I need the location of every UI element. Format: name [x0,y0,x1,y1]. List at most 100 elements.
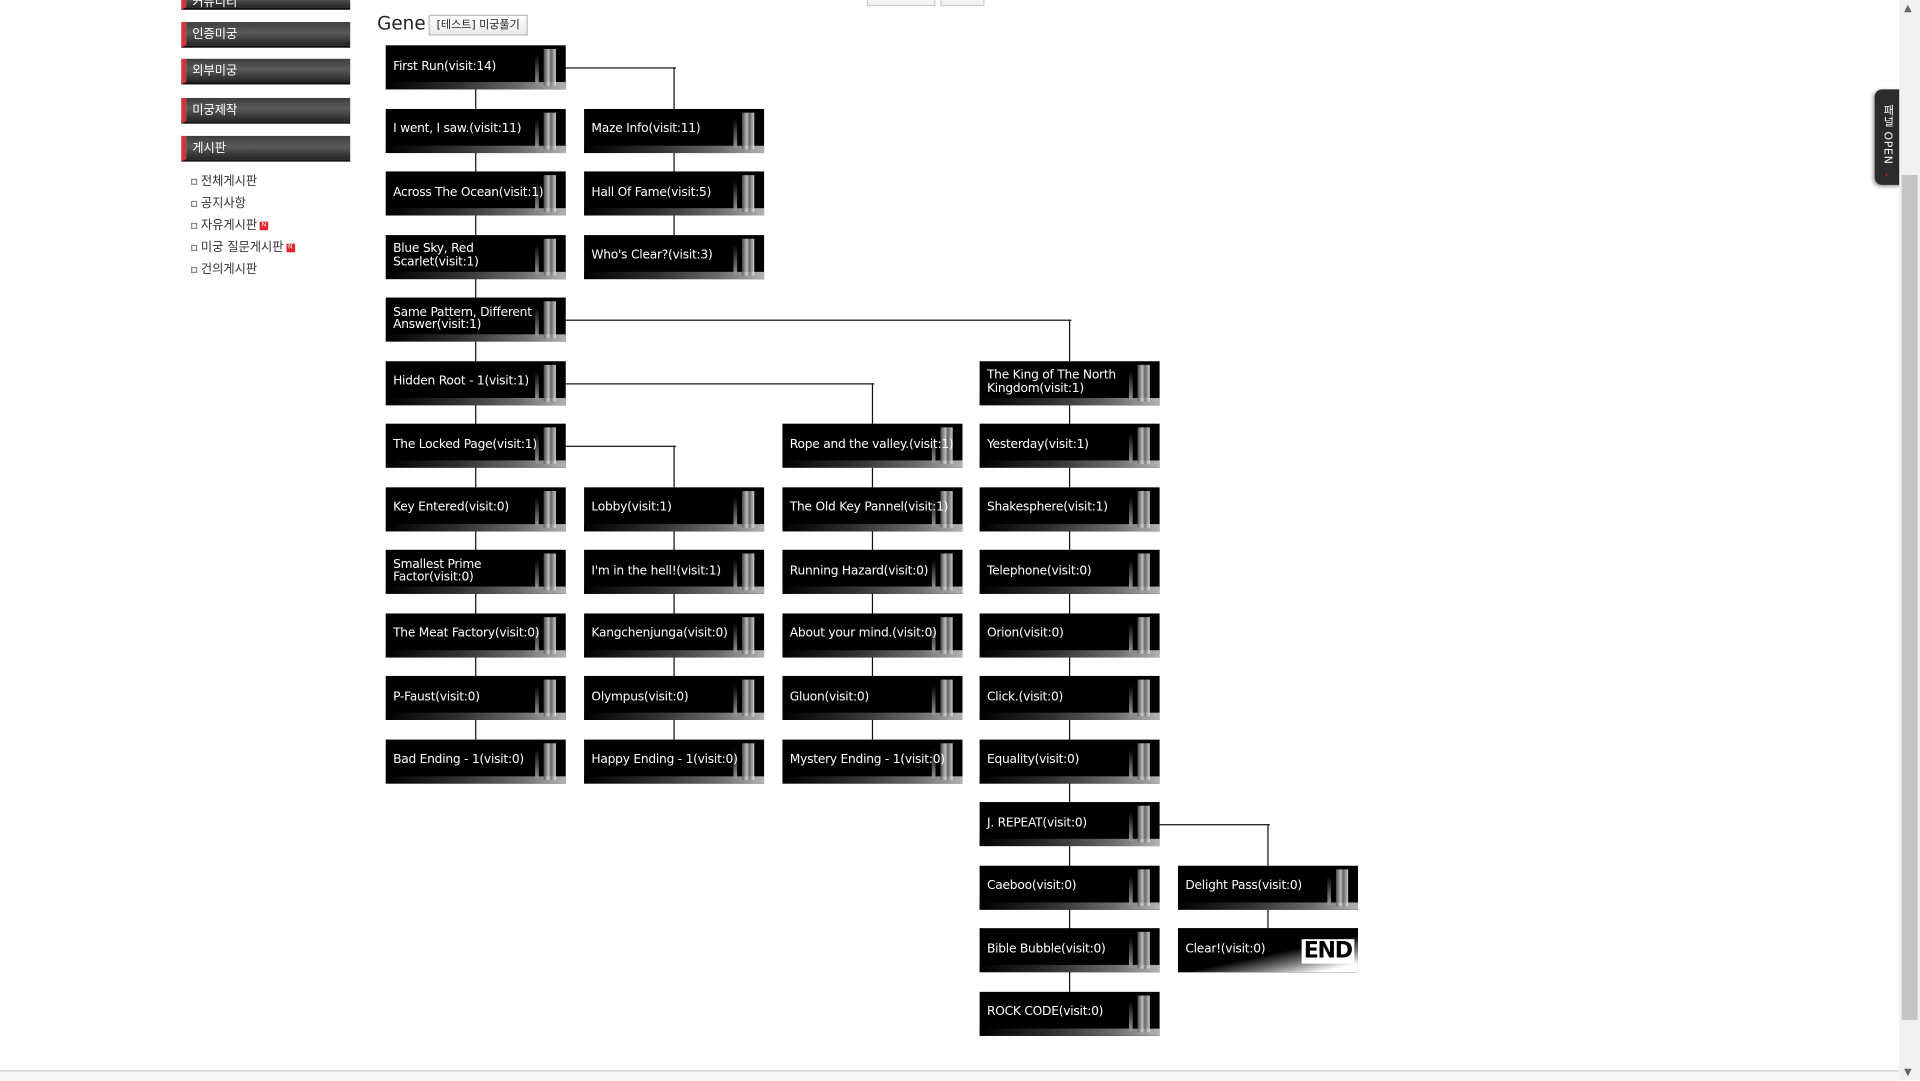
maze-node-label: Running Hazard(visit:0) [789,564,929,578]
connector-branch-drop [673,445,676,487]
bullet-icon [191,266,198,273]
pillar-icon [940,553,953,591]
maze-node[interactable]: Same Pattern, Different Answer(visit:1) [385,297,566,342]
board-link-notice[interactable]: 공지사항 [191,193,295,215]
pillar-icon [543,112,556,149]
connector-branch [565,319,1071,322]
maze-node[interactable]: First Run(visit:14) [385,45,566,90]
maze-node[interactable]: Bad Ending - 1(visit:0) [385,738,566,784]
sidebar-item-external-maze[interactable]: 외부미궁 [181,58,351,85]
maze-node[interactable]: Bible Bubble(visit:0) [979,928,1160,973]
connector-branch-drop [1267,824,1270,866]
maze-node-label: Clear!(visit:0) [1185,942,1266,957]
node-stripe [385,145,566,153]
maze-node[interactable]: Maze Info(visit:11) [584,108,765,153]
pillar-icon [543,616,556,654]
node-stripe [782,712,963,721]
maze-node[interactable]: Kangchenjunga(visit:0) [584,612,765,657]
maze-node[interactable]: The King of The North Kingdom(visit:1) [979,360,1160,405]
node-stripe [385,208,566,216]
maze-node[interactable]: Lobby(visit:1) [584,486,765,531]
maze-node[interactable]: The Locked Page(visit:1) [385,423,566,468]
maze-node[interactable]: I went, I saw.(visit:11) [385,108,566,153]
pillar-icon [543,427,556,465]
maze-node[interactable]: Across The Ocean(visit:1) [385,171,566,216]
test-solve-button[interactable]: [테스트] 미궁풀기 [428,14,528,36]
node-stripe [979,1027,1160,1036]
maze-node[interactable]: Orion(visit:0) [979,612,1160,657]
scrollbar-thumb[interactable] [1901,175,1918,1021]
pillar-shadow [535,55,539,85]
maze-node[interactable]: J. REPEAT(visit:0) [979,802,1160,847]
pillar-icon [1137,616,1150,654]
maze-node[interactable]: Olympus(visit:0) [584,675,765,721]
pillar-shadow [733,118,738,148]
maze-node-label: Orion(visit:0) [986,627,1064,641]
maze-node[interactable]: Caeboo(visit:0) [979,865,1160,910]
maze-node[interactable]: Hall Of Fame(visit:5) [584,171,765,216]
node-stripe [385,334,566,342]
sidebar-item-board[interactable]: 게시판 [181,135,351,162]
maze-node-label: Hidden Root - 1(visit:1) [393,375,529,389]
maze-node[interactable]: Key Entered(visit:0) [385,486,566,531]
maze-node[interactable]: Yesterday(visit:1) [979,423,1160,468]
maze-node[interactable]: Blue Sky, Red Scarlet(visit:1) [385,234,566,279]
panel-open-tab[interactable]: 패널 OPEN ‹ [1874,89,1902,185]
maze-node[interactable]: The Old Key Pannel(visit:1) [782,486,963,531]
pillar-shadow [1128,559,1133,589]
new-badge-icon: N [286,243,295,252]
maze-node[interactable]: Equality(visit:0) [979,738,1160,784]
maze-node[interactable]: Hidden Root - 1(visit:1) [385,360,566,405]
maze-node-label: Rope and the valley.(visit:1) [789,438,954,452]
maze-node[interactable]: Who's Clear?(visit:3) [584,234,765,279]
vertical-scrollbar[interactable]: ▲ ▼ [1899,0,1920,1081]
maze-node[interactable]: I'm in the hell!(visit:1) [584,549,765,594]
scroll-down-icon[interactable]: ▼ [1904,1066,1912,1078]
maze-node[interactable]: P-Faust(visit:0) [385,675,566,721]
pillar-icon [543,553,556,591]
maze-node[interactable]: Happy Ending - 1(visit:0) [584,738,765,784]
pillar-shadow [1128,433,1133,463]
maze-node[interactable]: Delight Pass(visit:0) [1177,865,1358,910]
sidebar-item-cut[interactable]: 커뮤니티 [181,0,351,10]
connector-branch-drop [871,382,874,424]
maze-node[interactable]: Gluon(visit:0) [782,675,963,721]
connector-branch [565,445,676,448]
maze-node-label: Bible Bubble(visit:0) [986,942,1106,957]
maze-node[interactable]: Smallest Prime Factor(visit:0) [385,549,566,594]
node-stripe [979,964,1160,973]
sidebar-item-maze-create[interactable]: 미궁제작 [181,97,351,124]
board-link-all[interactable]: 전체게시판 [191,171,295,193]
maze-node[interactable]: Telephone(visit:0) [979,549,1160,594]
maze-node[interactable]: The Meat Factory(visit:0) [385,612,566,657]
maze-node[interactable]: Click.(visit:0) [979,675,1160,721]
top-button-left[interactable] [866,0,936,7]
connector-vertical [475,89,477,739]
pillar-shadow [535,685,539,716]
node-stripe [979,901,1160,910]
maze-node[interactable]: ROCK CODE(visit:0) [979,991,1160,1036]
pillar-icon [1137,805,1150,843]
pillar-icon [742,490,755,528]
sidebar-item-certified-maze[interactable]: 인증미궁 [181,22,351,48]
horizontal-scrollbar[interactable] [0,1070,1900,1081]
maze-node-label: The Locked Page(visit:1) [393,438,537,452]
maze-node[interactable]: Mystery Ending - 1(visit:0) [782,738,963,784]
pillar-icon [543,48,556,86]
scroll-up-icon[interactable]: ▲ [1904,2,1912,14]
maze-node-label: Olympus(visit:0) [591,690,689,704]
pillar-shadow [535,307,539,337]
maze-node[interactable]: Shakesphere(visit:1) [979,486,1160,531]
board-link-suggestion[interactable]: 건의게시판 [191,260,295,282]
maze-node[interactable]: About your mind.(visit:0) [782,612,963,657]
maze-node-label: Happy Ending - 1(visit:0) [591,753,738,767]
node-stripe [782,649,963,657]
node-stripe [782,523,963,531]
maze-node-label: The King of The North Kingdom(visit:1) [986,368,1116,395]
top-button-right[interactable] [940,0,985,7]
maze-node[interactable]: Running Hazard(visit:0) [782,549,963,594]
maze-node[interactable]: Rope and the valley.(visit:1) [782,423,963,468]
